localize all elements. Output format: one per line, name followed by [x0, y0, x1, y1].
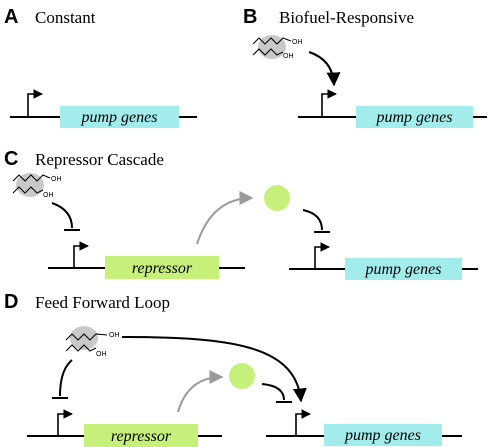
panel-c-repression-arc-2 — [302, 209, 323, 231]
molecule-oh-upper: OH — [109, 332, 120, 339]
molecule-shadow — [70, 326, 98, 350]
panel-d-repressor-label: repressor — [111, 428, 172, 445]
panel-c-biofuel-molecule: OH OH — [12, 173, 62, 199]
panel-d-promoter-arrow-2 — [295, 409, 311, 436]
panel-d-letter: D — [4, 291, 18, 313]
panel-b-activation-arrow — [308, 51, 341, 87]
panel-d-repressor-protein — [229, 363, 255, 389]
molecule-chain-lower — [12, 186, 44, 194]
molecule-oh-lower: OH — [43, 192, 54, 199]
panel-c-promoter-arrow-2 — [314, 242, 330, 269]
panel-c-repressor-label: repressor — [132, 260, 193, 277]
panel-b-promoter-arrow — [321, 89, 337, 117]
panel-d-pump-genes-label: pump genes — [344, 427, 421, 444]
panel-c-promoter-arrow-1 — [73, 241, 89, 268]
molecule-shadow — [258, 35, 286, 59]
panel-c: C Repressor Cascade OH OH repressor pump… — [4, 148, 478, 280]
panel-d-repression-arc-1 — [59, 359, 73, 397]
panel-c-letter: C — [4, 148, 18, 170]
panel-c-repressor-box — [105, 256, 219, 279]
panel-a-pump-genes-box — [60, 106, 179, 128]
molecule-chain-lower — [65, 344, 97, 352]
molecule-chain-lower — [252, 48, 284, 56]
panel-a-promoter-arrow — [27, 89, 43, 117]
panel-d-repression-arc-2 — [261, 383, 285, 401]
panel-b-pump-genes-box — [356, 106, 473, 128]
panel-a-title: Constant — [35, 8, 96, 27]
panel-c-title: Repressor Cascade — [35, 150, 164, 169]
panel-d-repressor-box — [84, 424, 198, 447]
panel-a: A Constant pump genes — [4, 6, 197, 128]
molecule-oh-upper: OH — [51, 176, 62, 183]
panel-c-expression-arrow — [196, 191, 254, 245]
panel-b-biofuel-molecule: OH OH — [252, 35, 303, 60]
panel-c-repressor-protein — [264, 185, 290, 211]
molecule-oh-upper: OH — [292, 39, 303, 46]
panel-d: D Feed Forward Loop OH OH repressor pump… — [4, 291, 462, 447]
molecule-chain-upper — [252, 37, 292, 45]
panel-b-title: Biofuel-Responsive — [279, 8, 414, 27]
panel-d-promoter-arrow-1 — [57, 409, 73, 436]
panel-d-feedforward-arrow — [121, 336, 307, 403]
panel-d-expression-arrow — [177, 370, 224, 413]
panel-b: B Biofuel-Responsive OH OH pump genes — [243, 6, 487, 128]
molecule-oh-lower: OH — [96, 351, 107, 358]
panel-c-pump-genes-label: pump genes — [365, 261, 442, 278]
molecule-oh-lower: OH — [283, 53, 294, 60]
panel-b-pump-genes-label: pump genes — [376, 109, 453, 126]
panel-d-pump-genes-box — [324, 424, 442, 446]
molecule-chain-upper — [12, 174, 51, 182]
molecule-chain-upper — [65, 333, 108, 341]
panel-d-biofuel-molecule: OH OH — [65, 326, 120, 358]
panel-d-title: Feed Forward Loop — [35, 293, 170, 312]
panel-a-pump-genes-label: pump genes — [81, 109, 158, 126]
panel-b-letter: B — [243, 6, 257, 28]
panel-c-pump-genes-box — [345, 258, 462, 280]
panel-a-letter: A — [4, 6, 18, 28]
panel-c-repression-arc-1 — [51, 202, 73, 229]
